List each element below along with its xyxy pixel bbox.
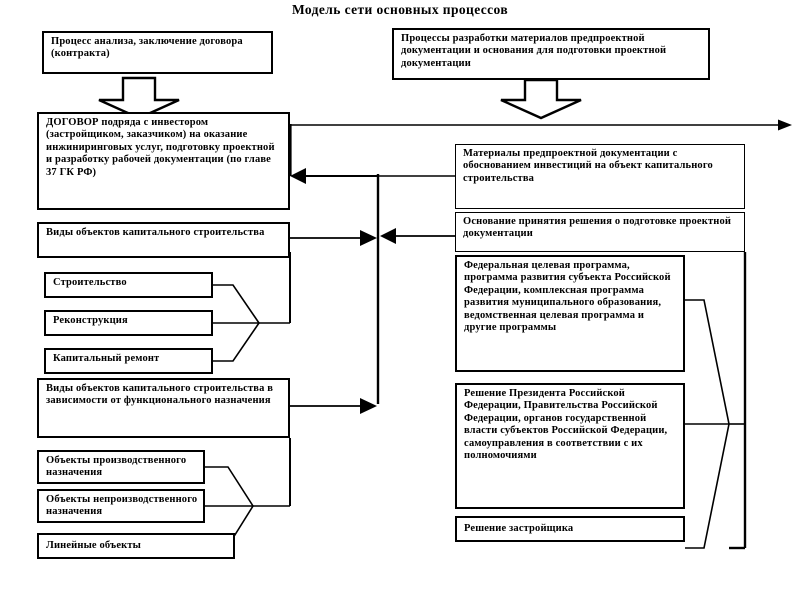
- box-developer-decision-label: Решение застройщика: [464, 523, 574, 534]
- box-capital-repair-label: Капитальный ремонт: [53, 353, 160, 364]
- box-reconstruction[interactable]: Реконструкция: [44, 310, 213, 336]
- box-object-types-label: Виды объектов капитального строительства: [46, 227, 265, 238]
- rail-arrowhead: [778, 119, 792, 131]
- box-construction[interactable]: Строительство: [44, 272, 213, 298]
- box-production-objects[interactable]: Объекты производственного назначения: [37, 450, 205, 484]
- box-developer-decision[interactable]: Решение застройщика: [455, 516, 685, 542]
- box-nonproduction-objects-label: Объекты непроизводственного назначения: [46, 494, 198, 518]
- box-processes-predesign-label: Процессы разработки материалов предпроек…: [401, 33, 667, 69]
- object-types-arrowhead: [360, 230, 377, 246]
- brace-construction-types: [213, 284, 260, 362]
- box-nonproduction-objects[interactable]: Объекты непроизводственного назначения: [37, 489, 205, 523]
- box-object-types-functional[interactable]: Виды объектов капитального строительства…: [37, 378, 290, 438]
- box-construction-label: Строительство: [53, 277, 127, 288]
- box-predesign-materials[interactable]: Материалы предпроектной документации с о…: [455, 144, 745, 209]
- box-process-analysis[interactable]: Процесс анализа, заключение договора (ко…: [42, 31, 273, 74]
- box-decision-basis-label: Основание принятия решения о подготовке …: [463, 216, 732, 240]
- box-president-decision-label: Решение Президента Российской Федерации,…: [464, 388, 668, 461]
- box-processes-predesign[interactable]: Процессы разработки материалов предпроек…: [392, 28, 710, 80]
- box-predesign-materials-label: Материалы предпроектной документации с о…: [463, 148, 713, 184]
- brace-decision-sources: [685, 299, 730, 549]
- box-contract-label: ДОГОВОР подряда с инвестором (застройщик…: [46, 117, 275, 178]
- box-contract[interactable]: ДОГОВОР подряда с инвестором (застройщик…: [37, 112, 290, 210]
- box-federal-program-label: Федеральная целевая программа, программа…: [464, 260, 671, 333]
- box-federal-program[interactable]: Федеральная целевая программа, программа…: [455, 255, 685, 372]
- box-object-types[interactable]: Виды объектов капитального строительства: [37, 222, 290, 258]
- box-production-objects-label: Объекты производственного назначения: [46, 455, 187, 479]
- box-object-types-functional-label: Виды объектов капитального строительства…: [46, 383, 274, 407]
- down-arrow-right: [500, 78, 582, 120]
- object-types-functional-arrowhead: [360, 398, 377, 414]
- box-president-decision[interactable]: Решение Президента Российской Федерации,…: [455, 383, 685, 509]
- box-capital-repair[interactable]: Капитальный ремонт: [44, 348, 213, 374]
- box-linear-objects[interactable]: Линейные объекты: [37, 533, 235, 559]
- page-title: Модель сети основных процессов: [291, 2, 509, 17]
- decision-basis-arrowhead: [380, 228, 396, 244]
- box-reconstruction-label: Реконструкция: [53, 315, 128, 326]
- box-process-analysis-label: Процесс анализа, заключение договора (ко…: [51, 36, 243, 60]
- box-decision-basis[interactable]: Основание принятия решения о подготовке …: [455, 212, 745, 252]
- box-linear-objects-label: Линейные объекты: [46, 540, 141, 551]
- materials-to-contract-arrowhead: [290, 168, 306, 184]
